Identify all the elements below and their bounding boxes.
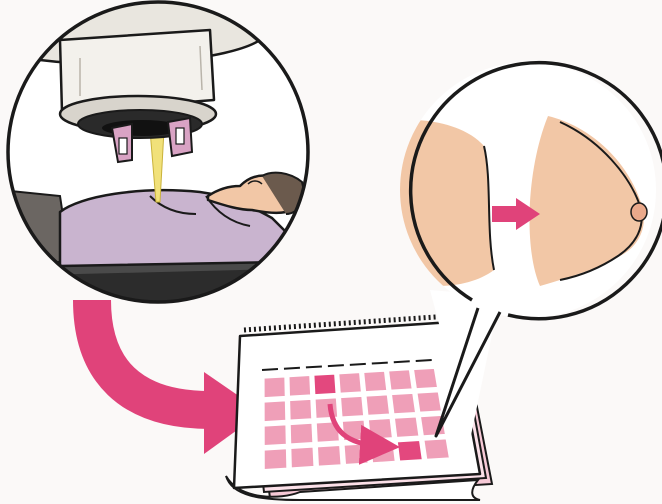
calendar-cell-highlighted [314,374,336,394]
calendar-cell [389,370,412,390]
calendar-cell [290,399,312,420]
calendar-cell [289,376,311,397]
calendar-cell [414,368,438,388]
calendar-cell [341,396,364,416]
calendar-cell [424,439,449,459]
calendar-cell [394,417,418,437]
calendar-cell [264,449,287,470]
calendar-cell [291,447,314,468]
calendar-cell [392,393,416,413]
calendar-cell [264,401,286,422]
radiotherapy-panel [0,0,320,310]
calendar-cell [264,377,285,398]
calendar-cell [366,395,389,415]
calendar-cell [339,373,362,393]
calendar-cell-highlighted [397,441,422,461]
calendar-cell [264,425,286,446]
calendar-cell [417,392,441,412]
calendar-cell [364,371,387,391]
breast-before-icon [400,120,494,286]
calendar-cell [290,423,313,444]
calendar-cell [368,419,392,439]
calendar-cell [317,445,340,466]
calendar-cell [344,444,368,465]
